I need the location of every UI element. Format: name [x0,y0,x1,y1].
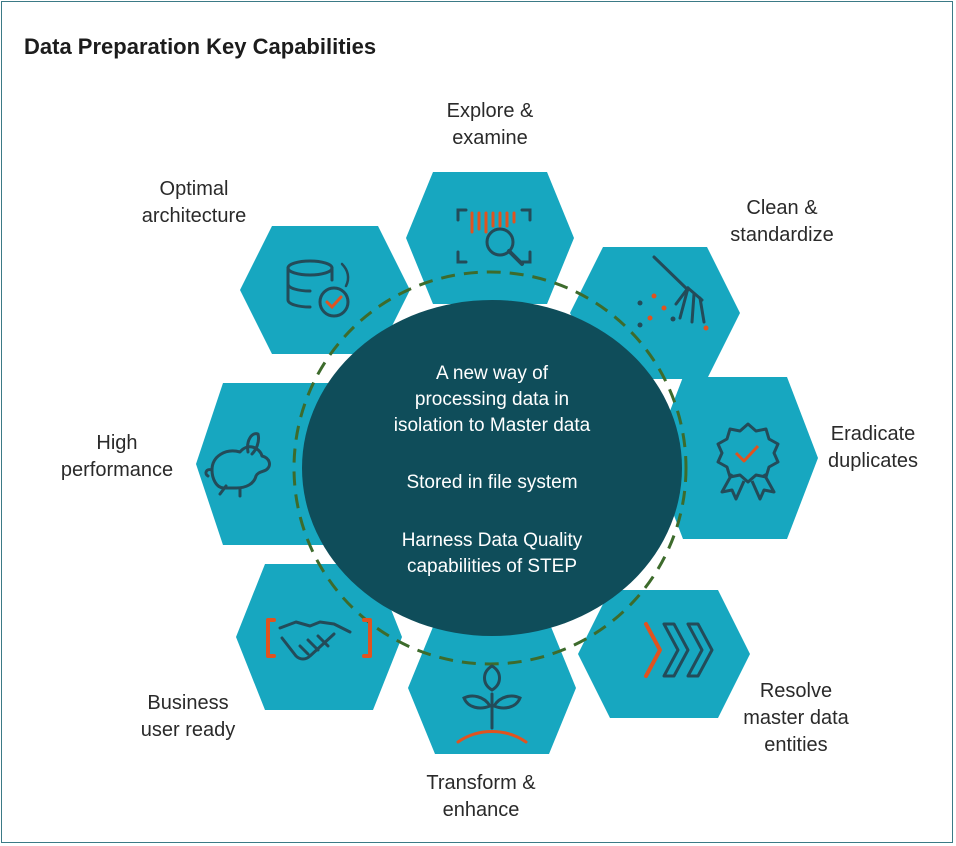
badge-check-icon [716,422,780,501]
rabbit-icon [204,432,271,498]
label-transform-enhance: Transform & enhance [426,772,536,821]
dashed-ring [292,270,688,666]
search-scan-icon [456,208,532,266]
label-resolve-master-data: Resolve master data entities [743,680,849,756]
handshake-icon [266,618,372,661]
database-check-icon [286,259,350,318]
center-storage-note: Stored in file system [406,472,578,493]
label-eradicate-duplicates: Eradicate duplicates [827,423,919,472]
label-explore-examine: Explore & examine [446,100,534,149]
hexagon-eradicate [652,377,818,539]
center-description: A new way of processing data in isolatio… [393,363,591,436]
hexagon-explore [406,172,574,304]
label-business-user-ready: Business user ready [140,692,236,741]
hexagon-resolve [578,590,750,718]
label-clean-standardize: Clean & standardize [730,197,834,246]
rake-icon [637,255,709,331]
center-dq-note: Harness Data Quality capabilities of STE… [401,530,583,577]
sprout-icon [456,664,528,744]
hexagon-transform [408,622,576,754]
center-disc [302,300,682,636]
diagram-title: Data Preparation Key Capabilities [24,34,377,59]
label-optimal-architecture: Optimal architecture [141,178,247,227]
chevrons-right-icon [644,622,714,678]
label-high-performance: High performance [60,432,174,481]
